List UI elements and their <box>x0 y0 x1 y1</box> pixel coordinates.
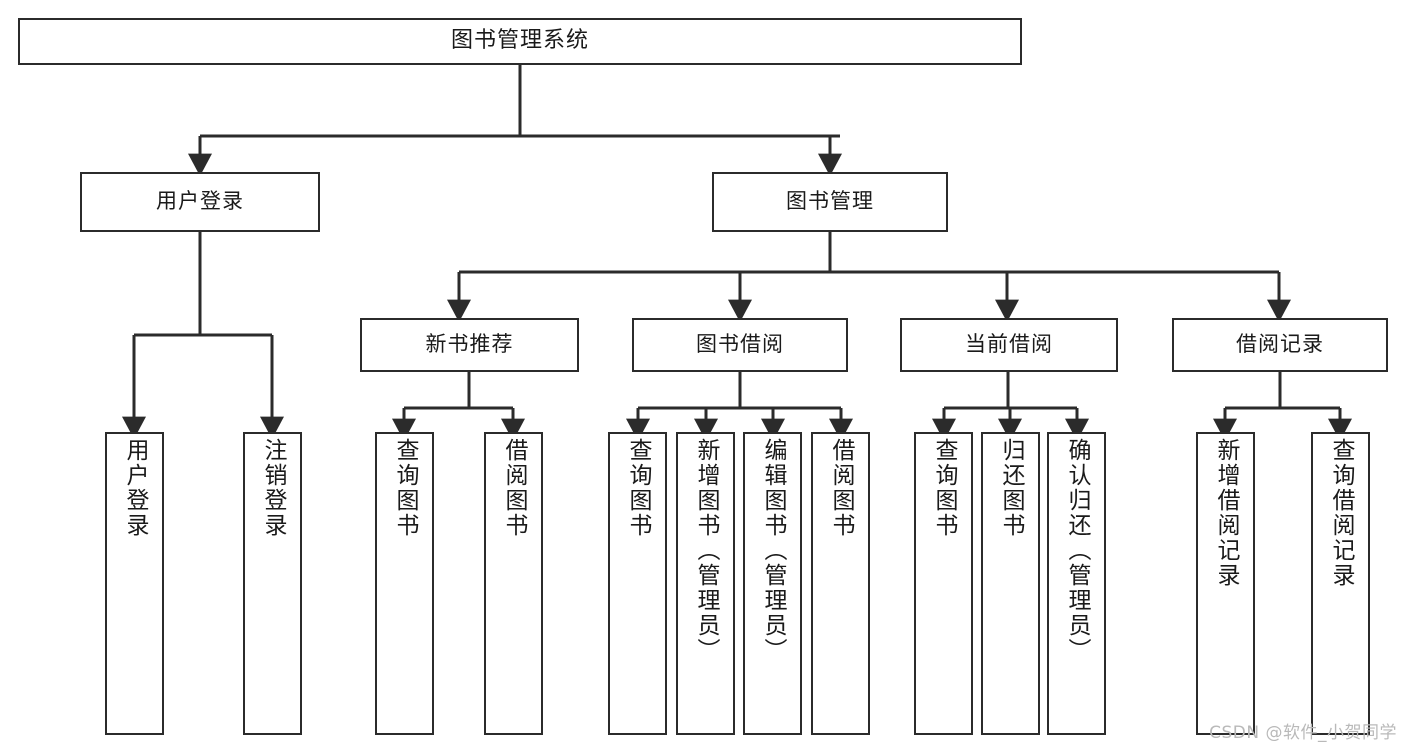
node-label: 图书管理 <box>786 189 874 214</box>
node-label: 查询图书 <box>931 438 957 538</box>
node-new-book-recommend[interactable]: 新书推荐 <box>360 318 579 372</box>
leaf-add-book[interactable]: 新增图书（管理员） <box>676 432 735 735</box>
node-label: 查询借阅记录 <box>1328 438 1354 588</box>
node-label: 当前借阅 <box>965 332 1053 357</box>
node-borrow-record[interactable]: 借阅记录 <box>1172 318 1388 372</box>
node-current-borrow[interactable]: 当前借阅 <box>900 318 1118 372</box>
node-label: 借阅图书 <box>828 438 854 538</box>
leaf-return-book[interactable]: 归还图书 <box>981 432 1040 735</box>
leaf-user-login[interactable]: 用户登录 <box>105 432 164 735</box>
node-label: 用户登录 <box>156 189 244 214</box>
node-label: 编辑图书（管理员） <box>760 438 786 663</box>
leaf-edit-book[interactable]: 编辑图书（管理员） <box>743 432 802 735</box>
node-label: 新增图书（管理员） <box>693 438 719 663</box>
leaf-query-book-3[interactable]: 查询图书 <box>914 432 973 735</box>
node-label: 归还图书 <box>998 438 1024 538</box>
leaf-logout-login[interactable]: 注销登录 <box>243 432 302 735</box>
node-label: 查询图书 <box>392 438 418 538</box>
node-label: 确认归还（管理员） <box>1064 438 1090 663</box>
node-book-management[interactable]: 图书管理 <box>712 172 948 232</box>
node-root-system[interactable]: 图书管理系统 <box>18 18 1022 65</box>
leaf-query-book-2[interactable]: 查询图书 <box>608 432 667 735</box>
node-book-borrow[interactable]: 图书借阅 <box>632 318 848 372</box>
node-label: 新增借阅记录 <box>1213 438 1239 588</box>
leaf-borrow-book-1[interactable]: 借阅图书 <box>484 432 543 735</box>
leaf-add-borrow-record[interactable]: 新增借阅记录 <box>1196 432 1255 735</box>
node-label: 注销登录 <box>260 438 286 538</box>
node-label: 借阅记录 <box>1236 332 1324 357</box>
leaf-borrow-book-2[interactable]: 借阅图书 <box>811 432 870 735</box>
leaf-confirm-return[interactable]: 确认归还（管理员） <box>1047 432 1106 735</box>
node-label: 图书借阅 <box>696 332 784 357</box>
node-label: 新书推荐 <box>425 332 514 357</box>
watermark-text: CSDN @软件_小贺同学 <box>1209 723 1397 743</box>
node-label: 图书管理系统 <box>450 28 589 54</box>
node-user-login[interactable]: 用户登录 <box>80 172 320 232</box>
node-label: 用户登录 <box>122 438 148 538</box>
node-label: 查询图书 <box>625 438 651 538</box>
leaf-query-borrow-record[interactable]: 查询借阅记录 <box>1311 432 1370 735</box>
node-label: 借阅图书 <box>501 438 527 538</box>
leaf-query-book-1[interactable]: 查询图书 <box>375 432 434 735</box>
